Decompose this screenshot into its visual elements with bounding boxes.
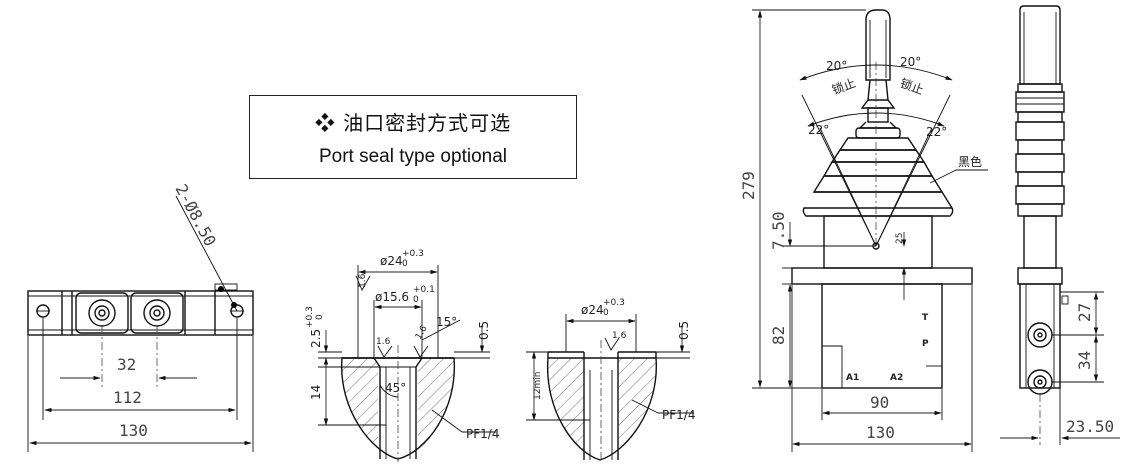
svg-text:1.6: 1.6	[612, 331, 627, 341]
port-p: P	[922, 339, 929, 349]
dia24-a: ø24	[380, 254, 403, 268]
svg-text:0: 0	[603, 308, 609, 318]
port-a2-front	[143, 299, 171, 327]
thread-a: PF1/4	[466, 427, 499, 441]
svg-text:1.6: 1.6	[358, 273, 368, 288]
dim-27: 27	[1075, 303, 1094, 322]
port-a2: A2	[890, 373, 903, 383]
dim-05-a: 0.5	[477, 321, 491, 340]
handle-grip	[865, 9, 891, 81]
dim-32: 32	[117, 355, 136, 374]
angle-45: 45°	[385, 381, 406, 395]
dim-25: 25	[895, 233, 905, 244]
boot-label: 黑色	[958, 155, 982, 169]
end-view: 27 34 23.50	[1000, 5, 1120, 445]
angle-20-left: 20°	[826, 59, 847, 73]
svg-text:0: 0	[315, 314, 325, 320]
dia156: ø15.6	[375, 290, 409, 304]
svg-text:0: 0	[413, 295, 419, 305]
svg-text:+0.3: +0.3	[603, 298, 625, 308]
dim-90: 90	[870, 393, 889, 412]
dim-112: 112	[113, 388, 142, 407]
thread-b: PF1/4	[662, 408, 695, 422]
dim-05-b: 0.5	[677, 321, 691, 340]
dim-34: 34	[1075, 351, 1094, 370]
dim-14: 14	[309, 385, 323, 400]
svg-text:1.6: 1.6	[414, 324, 430, 342]
svg-text:1.6: 1.6	[376, 337, 391, 347]
port-a1: A1	[846, 373, 859, 383]
side-view: T P A1 A2 20° 20° 锁止 锁止 22° 22° 黑色 279 7…	[739, 9, 988, 452]
angle-20-right: 20°	[900, 55, 921, 69]
svg-text:0: 0	[402, 259, 408, 269]
dim-82: 82	[769, 326, 788, 345]
stop-right: 锁止	[898, 75, 926, 97]
port-a1-front	[88, 299, 116, 327]
mount-hole-left	[36, 304, 50, 318]
svg-text:+0.3: +0.3	[305, 306, 315, 328]
valve-body-outline	[27, 290, 254, 336]
port-end-upper	[1027, 322, 1053, 348]
dim-2350: 23.50	[1066, 417, 1114, 436]
port-seal-callout: ❖ 油口密封方式可选 Port seal type optional	[249, 95, 577, 179]
flange	[791, 267, 973, 285]
port-detail-1: ø24 +0.3 0 ø15.6 +0.1 0 1.6 2.5 +0.3 0 1…	[305, 249, 499, 462]
front-view: 2-Ø8.50 32 112 130	[27, 181, 254, 452]
dim-130-side: 130	[866, 423, 895, 442]
valve-section	[821, 283, 943, 389]
port-t: T	[922, 313, 929, 323]
svg-text:+0.3: +0.3	[402, 249, 424, 259]
dim-130-front: 130	[119, 421, 148, 440]
port-end-lower	[1027, 369, 1053, 395]
dim-279: 279	[739, 171, 758, 200]
dim-12min: 12min	[533, 372, 543, 400]
dim-750: 7.50	[769, 211, 788, 250]
hole-leader	[175, 195, 238, 312]
dia24-b: ø24	[581, 303, 604, 317]
angle-22-right: 22°	[926, 125, 947, 139]
stop-left: 锁止	[830, 75, 858, 97]
angle-15: 15°	[436, 315, 457, 329]
callout-line-en: Port seal type optional	[318, 146, 507, 167]
callout-line-cn: ❖ 油口密封方式可选	[314, 111, 512, 135]
svg-text:+0.1: +0.1	[413, 285, 435, 295]
depth-25: 2.5	[309, 329, 323, 348]
holes-label: 2-Ø8.50	[171, 181, 219, 249]
port-detail-2: ø24 +0.3 0 1.6 0.5 12min PF1/4	[526, 298, 695, 462]
angle-22-left: 22°	[808, 123, 829, 137]
